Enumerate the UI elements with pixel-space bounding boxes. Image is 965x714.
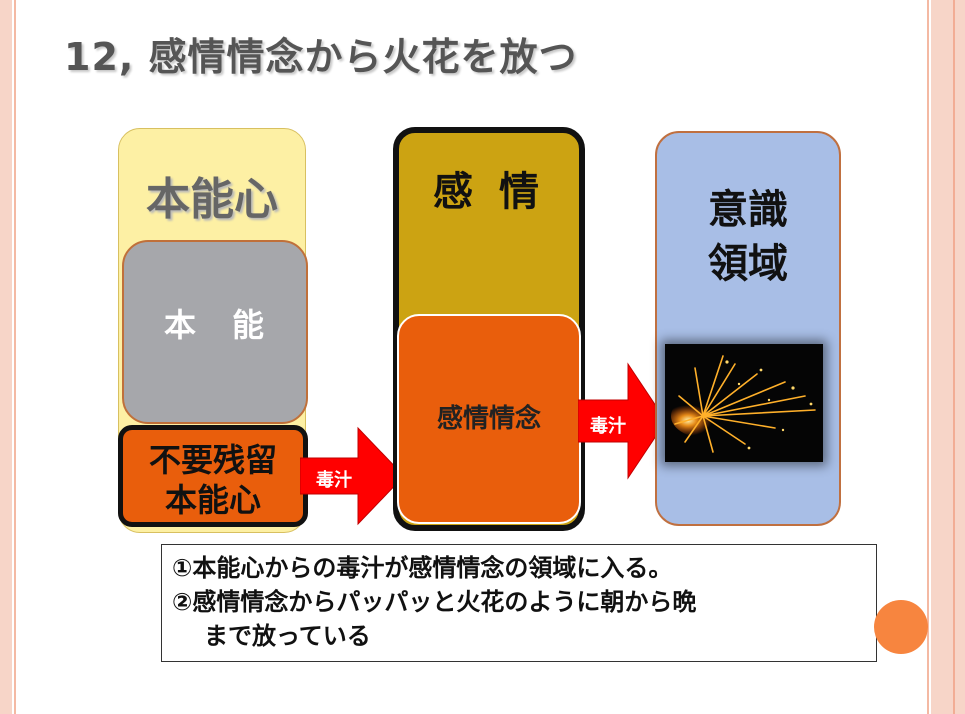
note-line-3: まで放っている [204,622,371,650]
poison-arrow-2 [578,362,667,480]
emotion-thought-label: 感情情念 [436,404,541,434]
instinct-box: 本 能 [122,240,308,424]
residual-instinct-label: 不要残留 本能心 [123,440,303,520]
instinct-label: 本 能 [163,306,266,344]
poison-arrow-1 [300,426,405,526]
right-border-stripe [931,0,965,714]
sparks-image [665,344,823,462]
poison-arrow-2-label: 毒汁 [590,416,626,437]
left-border-line [14,0,16,714]
conscious-line-2: 領域 [708,241,788,287]
instinct-mind-label: 本能心 [146,174,278,225]
left-border-stripe [0,0,12,714]
emotion-label: 感 情 [433,169,545,215]
slide-title: 12, 感情情念から火花を放つ [64,35,578,79]
right-border-line-inner [953,0,955,714]
right-border-line [927,0,929,714]
decorative-circle [874,600,928,654]
notes-box: ①本能心からの毒汁が感情情念の領域に入る。 ②感情情念からパッパッと火花のように… [161,544,877,662]
sparks-graphic [671,355,816,453]
residual-instinct-box: 不要残留 本能心 [118,425,308,527]
emotion-thought-box: 感情情念 [397,314,581,524]
residual-line-2: 本能心 [164,481,261,519]
residual-line-1: 不要残留 [148,441,277,479]
conscious-domain-label: 意識 領域 [657,183,839,291]
note-line-1: ①本能心からの毒汁が感情情念の領域に入る。 [172,554,673,582]
note-line-2: ②感情情念からパッパッと火花のように朝から晩 [172,588,697,616]
conscious-line-1: 意識 [708,187,788,233]
conscious-domain-box: 意識 領域 [655,131,841,526]
poison-arrow-1-label: 毒汁 [316,470,352,491]
